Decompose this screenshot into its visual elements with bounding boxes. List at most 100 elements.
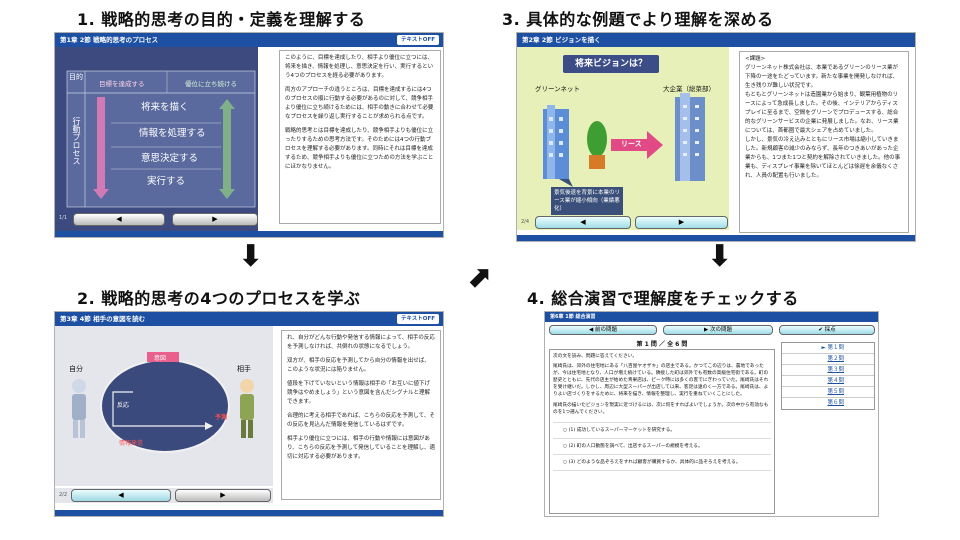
text-para: 相手より優位に立つには、相手の行動や情報には意図があり、こちらの反応を予測して発… — [287, 436, 435, 460]
step-2-title: 2. 戦略的思考の4つのプロセスを学ぶ — [77, 289, 361, 308]
intent-diagram — [72, 352, 254, 453]
toolbar: ◀ 前の問題 ▶ 次の問題 ✔ 採点 — [545, 322, 878, 338]
question-text: 尾崎氏の描いたビジョンを現実に近づけるには、次に何をすればよいでしょうか。次の中… — [553, 403, 769, 415]
footer-bar — [55, 510, 443, 516]
question-area: 次の文を読み、問題に答えてください。 尾崎氏は、郊外の住宅地にある「八百屋ヤオザ… — [549, 349, 775, 514]
step-3-title: 3. 具体的な例題でより理解を深める — [502, 10, 774, 29]
next-label: 次の問題 — [709, 327, 732, 333]
question-link[interactable]: 第５問 — [782, 387, 874, 398]
answer-option[interactable]: ○ (1) 成功しているスーパーマーケットを研究する。 — [553, 422, 771, 438]
vision-title: 将来ビジョンは？ — [563, 55, 659, 73]
lease-label: リース — [621, 140, 642, 148]
text-para: <課題> — [745, 56, 766, 62]
text-para: 値段を下げていないという情報は相手の「お互いに値下げ競争はやめましょう」という意… — [287, 381, 431, 405]
process-diagram — [66, 70, 256, 208]
header-title: 第2章 2節 ビジョンを描く — [522, 36, 601, 44]
explanation-text: れ、自分がどんな行動や発信する情報によって、相手の反応を予測しなければ、共倒れの… — [281, 330, 441, 500]
control-strip: 2/4 ◀ ▶ — [517, 215, 729, 230]
explanation-text: このように、目標を達成したり、相手より優位に立つには、将来を描き、情報を処理し、… — [279, 50, 441, 224]
question-number: 第 1 問 ／ 全 6 問 — [636, 341, 688, 348]
text-para: このように、目標を達成したり、相手より優位に立つには、将来を描き、情報を処理し、… — [285, 55, 434, 79]
text-para: しかし、景気の冷え込みとともにリース市場は縮小していきました。新規顧客の減少のみ… — [745, 137, 901, 179]
next-page-button[interactable]: ▶ — [635, 216, 728, 229]
option-label: (1) 成功しているスーパーマーケットを研究する。 — [568, 428, 675, 433]
arrow-up-right-icon: ⬈ — [466, 260, 492, 295]
step-4-title: 4. 総合演習で理解度をチェックする — [527, 289, 799, 308]
screen-header: 第6章 1節 総合演習 — [545, 312, 878, 322]
text-para: グリーンネット株式会社は、本業であるグリーンのリース業が下降の一途をたどっていま… — [745, 65, 899, 89]
header-title: 第1章 2節 戦略的思考のプロセス — [60, 36, 159, 44]
case-text: <課題> グリーンネット株式会社は、本業であるグリーンのリース業が下降の一途をた… — [739, 51, 909, 233]
process-step-4: 実行する — [147, 176, 186, 187]
label-info: 情報発信 — [119, 440, 144, 447]
option-label: (2) 町の人口動態を調べて、出店するスーパーの規模を考える。 — [568, 444, 703, 449]
header-title: 第3章 4節 相手の意図を読む — [60, 315, 146, 323]
score-button[interactable]: ✔ 採点 — [779, 325, 875, 335]
answer-option[interactable]: ○ (2) 町の人口動態を調べて、出店するスーパーの規模を考える。 — [553, 438, 771, 454]
label-greennet: グリーンネット — [535, 85, 581, 93]
process-step-1: 将来を描く — [141, 102, 189, 113]
arrow-down-icon: ⬇ — [707, 239, 733, 274]
person-other — [240, 379, 254, 438]
next-question-button[interactable]: ▶ 次の問題 — [663, 325, 773, 335]
text-para: 合理的に考える相手であれば、こちらの反応を予測して、その反応を見込んだ情報を発信… — [287, 413, 435, 428]
arrow-down-icon: ⬇ — [238, 239, 264, 274]
page-indicator: 2/4 — [521, 219, 530, 225]
footer-bar — [517, 235, 915, 241]
footer-bar — [55, 231, 443, 237]
question-link[interactable]: ► 第１問 — [782, 343, 874, 354]
slide-area: 目的 行動プロセス 目標を達成する 優位に立ち続ける 将来を描く 情報を処理する… — [55, 47, 258, 211]
next-page-button[interactable]: ▶ — [175, 489, 271, 502]
screen-4: 第6章 1節 総合演習 ◀ 前の問題 ▶ 次の問題 ✔ 採点 第 1 問 ／ 全… — [544, 311, 879, 517]
screen-header: 第2章 2節 ビジョンを描く — [517, 33, 915, 47]
text-para: 双方が、相手の反応を予測してから自分の情報を出せば、このような状況には陥りません… — [287, 358, 430, 373]
process-step-2: 情報を処理する — [139, 128, 206, 139]
text-para: れ、自分がどんな行動や発信する情報によって、相手の反応を予測しなければ、共倒れの… — [287, 335, 435, 350]
case-body: 尾崎氏は、郊外の住宅地にある「八百屋ヤオザキ」の店主である。かつてこの辺りは、農… — [553, 364, 769, 397]
screen-3: 第2章 2節 ビジョンを描く 将来ビジョンは？ グリーンネット 大企業（総菜部）… — [516, 32, 916, 242]
prev-page-button[interactable]: ◀ — [71, 489, 171, 502]
page-indicator: 1/1 — [59, 215, 68, 221]
page-indicator: 2/2 — [59, 492, 68, 498]
score-label: 採点 — [824, 327, 836, 333]
step-1-title: 1. 戦略的思考の目的・定義を理解する — [77, 10, 366, 29]
answer-option[interactable]: ○ (3) どのような品ぞろえをすれば顧客が購買するか、具体的に品ぞろえを考える… — [553, 454, 771, 471]
text-para: 両方のアプローチの違うところは、目標を達成するには4つのプロセスの順に行動する必… — [285, 87, 434, 120]
label-big-company: 大企業（総菜部） — [663, 85, 715, 93]
prev-question-button[interactable]: ◀ 前の問題 — [549, 325, 657, 335]
screen-2: 第3章 4節 相手の意図を読む テキストOFF 自分 相手 意図 反応 予測 情… — [54, 311, 444, 517]
text-para: 戦略的思考とは目標を達成したり、競争相手よりも優位に立ったりするための思考方法で… — [285, 128, 434, 170]
question-link[interactable]: 第２問 — [782, 354, 874, 365]
note-box: 景気後退を背景に本業のリース業が縮小傾向（業績悪化） — [551, 187, 623, 215]
question-list: ► 第１問 第２問 第３問 第４問 第５問 第６問 — [781, 342, 875, 410]
goal-dominate: 優位に立ち続ける — [185, 80, 237, 88]
next-page-button[interactable]: ▶ — [172, 213, 258, 226]
slide-area: 将来ビジョンは？ グリーンネット 大企業（総菜部） リース 景気後退を背景に本業… — [517, 47, 729, 215]
prev-label: 前の問題 — [594, 327, 617, 333]
instruction: 次の文を読み、問題に答えてください。 — [553, 354, 638, 359]
question-link-label: 第１問 — [827, 345, 844, 351]
question-link[interactable]: 第４問 — [782, 376, 874, 387]
label-self: 自分 — [69, 365, 83, 373]
process-step-3: 意思決定する — [141, 153, 199, 164]
slide-area: 自分 相手 意図 反応 予測 情報発信 — [55, 326, 273, 486]
label-intent: 意図 — [154, 355, 167, 362]
person-self — [72, 379, 86, 438]
row-label-purpose: 目的 — [69, 73, 83, 81]
header-title: 第6章 1節 総合演習 — [550, 314, 596, 320]
question-link[interactable]: 第３問 — [782, 365, 874, 376]
text-off-button[interactable]: テキストOFF — [396, 35, 439, 45]
screen-1: 第1章 2節 戦略的思考のプロセス テキストOFF 目的 行動プロセス 目標を達… — [54, 32, 444, 238]
prev-page-button[interactable]: ◀ — [535, 216, 631, 229]
screen-header: 第3章 4節 相手の意図を読む テキストOFF — [55, 312, 443, 326]
question-link[interactable]: 第６問 — [827, 400, 844, 406]
goal-achieve: 目標を達成する — [99, 80, 145, 88]
text-para: もともとグリーンネットは造園業から始まり、観葉用植物のリースによって急成長しまし… — [745, 92, 899, 134]
control-strip: 2/2 ◀ ▶ — [55, 488, 273, 503]
row-label-action: 行動プロセス — [72, 117, 81, 165]
building-illustration — [543, 93, 705, 187]
label-reaction: 反応 — [117, 402, 130, 409]
label-forecast: 予測 — [215, 414, 228, 421]
prev-page-button[interactable]: ◀ — [73, 213, 165, 226]
text-off-button[interactable]: テキストOFF — [396, 314, 439, 324]
